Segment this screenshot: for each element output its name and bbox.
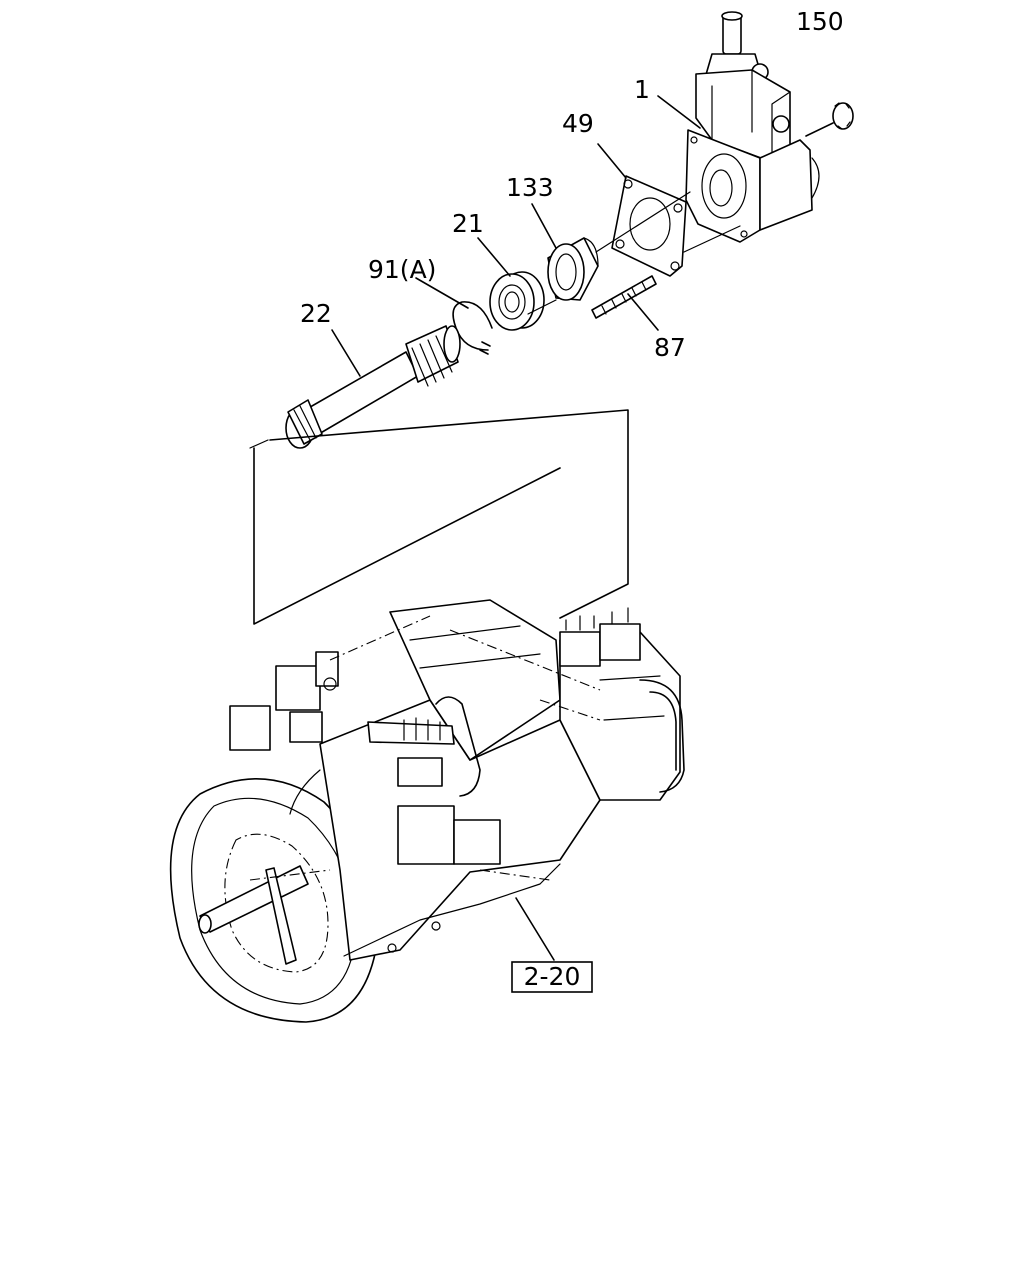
callout-150: 150 (796, 7, 844, 36)
part-133-bearing-cup (531, 203, 599, 301)
part-49-gasket (597, 143, 687, 277)
part-1-housing (657, 11, 820, 243)
callout-87: 87 (654, 333, 686, 362)
callout-22: 22 (300, 299, 332, 328)
reference-box: 2-20 (511, 961, 593, 993)
part-150-nut (805, 102, 854, 137)
callout-91a: 91(A) (368, 255, 436, 284)
callout-49: 49 (562, 109, 594, 138)
reference-label: 2-20 (524, 962, 581, 991)
part-87-stud (591, 275, 659, 331)
assembly-lines (249, 191, 741, 449)
callout-21: 21 (452, 209, 484, 238)
connector-frame (253, 409, 629, 625)
callout-133: 133 (506, 173, 554, 202)
part-91a-snap-ring (415, 277, 493, 355)
part-21-ball-bearing (477, 237, 545, 331)
callout-1: 1 (634, 75, 650, 104)
transmission-assembly (169, 599, 685, 1023)
callout-labels: 150 1 49 133 21 91(A) 22 87 (300, 7, 844, 362)
part-22-shaft (285, 325, 461, 449)
